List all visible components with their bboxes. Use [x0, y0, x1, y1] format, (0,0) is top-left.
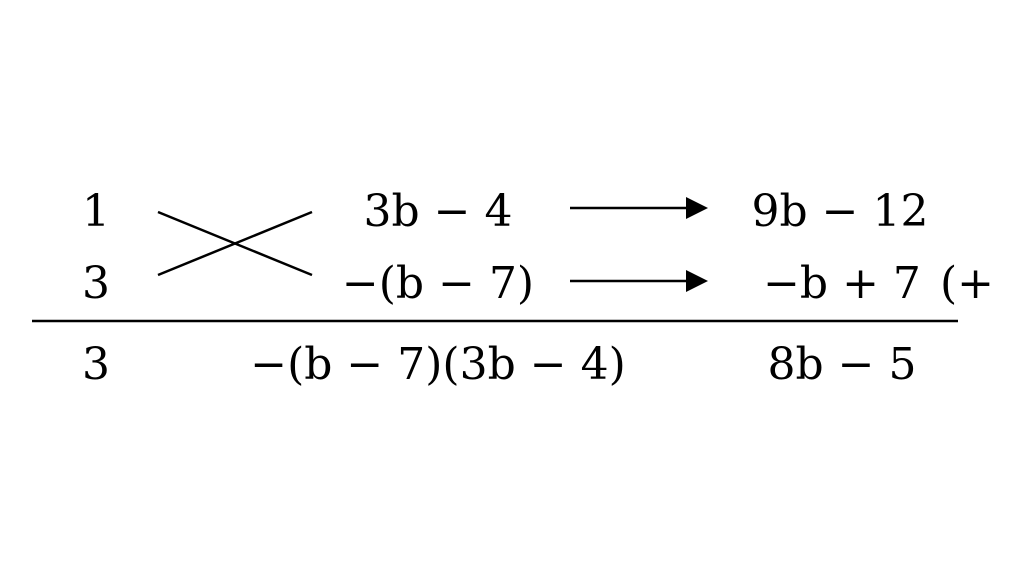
- result-middle-term: −(b − 7)(3b − 4): [250, 339, 626, 390]
- top-arrow: [570, 197, 708, 219]
- result-left-factor: 3: [82, 339, 110, 390]
- cross-line-up: [157, 210, 313, 277]
- top-left-factor: 1: [82, 186, 110, 237]
- bottom-middle-term: −(b − 7): [341, 258, 535, 309]
- top-right-term: 9b − 12: [751, 186, 929, 237]
- result-right-term: 8b − 5: [767, 339, 917, 390]
- bottom-left-factor: 3: [82, 258, 110, 309]
- bottom-right-term: −b + 7: [763, 258, 921, 309]
- bottom-arrow: [570, 270, 708, 292]
- top-middle-term: 3b − 4: [363, 186, 513, 237]
- bottom-trailing-note: (+: [940, 258, 995, 309]
